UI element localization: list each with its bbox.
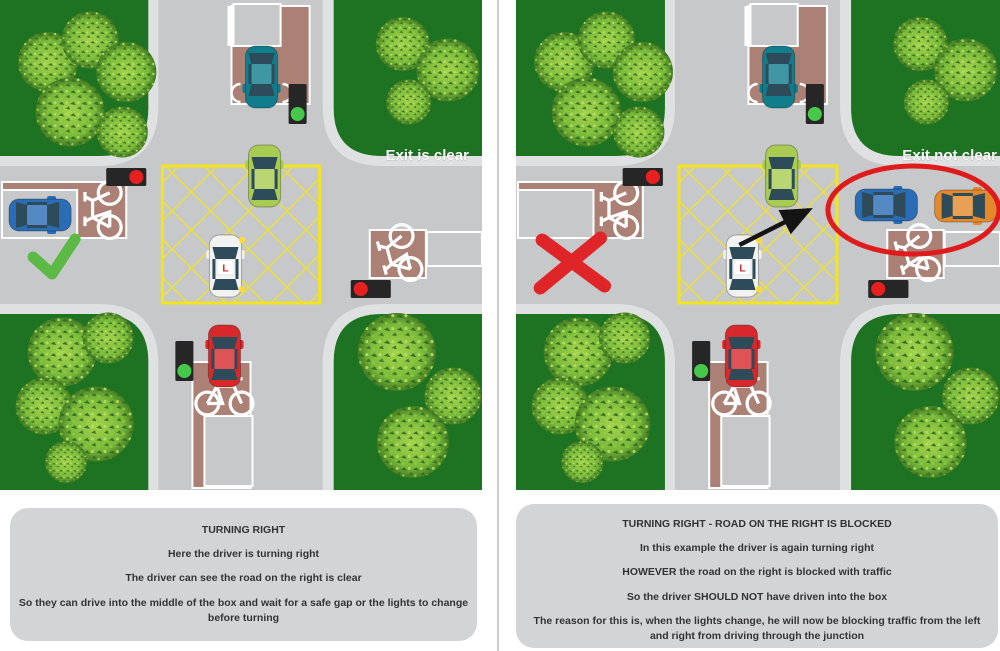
caption-left-title: TURNING RIGHT: [201, 524, 286, 536]
caption-line: The driver can see the road on the right…: [125, 572, 362, 585]
blue-car-blocking: [854, 185, 918, 225]
caption-line: Here the driver is turning right: [167, 548, 320, 561]
blocked-cars-highlight-ellipse: [825, 163, 1000, 257]
junction-diagram-exit-clear: L Exit is clear: [0, 0, 482, 490]
caption-line: The reason for this is, when the lights …: [533, 614, 981, 643]
caption-line: So the driver SHOULD NOT have driven int…: [626, 590, 888, 603]
panel-divider: [497, 0, 499, 651]
caption-line: HOWEVER the road on the right is blocked…: [622, 566, 892, 579]
caption-line: In this example the driver is again turn…: [640, 542, 874, 555]
caption-box-right: TURNING RIGHT - ROAD ON THE RIGHT IS BLO…: [516, 504, 998, 648]
caption-line: So they can drive into the middle of the…: [18, 596, 469, 624]
red-cross-icon: [533, 231, 612, 295]
orange-car-blocking: [934, 186, 998, 226]
caption-box-left: TURNING RIGHT Here the driver is turning…: [10, 508, 477, 641]
exit-not-clear-label: Exit not clear: [902, 147, 997, 164]
blue-car-waiting-left: [8, 195, 72, 235]
green-checkmark-icon: [27, 233, 81, 280]
exit-clear-label: Exit is clear: [385, 147, 469, 164]
intended-path-arrow: [738, 207, 813, 248]
junction-diagram-exit-blocked: Exit not clear: [516, 0, 1000, 490]
caption-right-title: TURNING RIGHT - ROAD ON THE RIGHT IS BLO…: [622, 518, 892, 530]
